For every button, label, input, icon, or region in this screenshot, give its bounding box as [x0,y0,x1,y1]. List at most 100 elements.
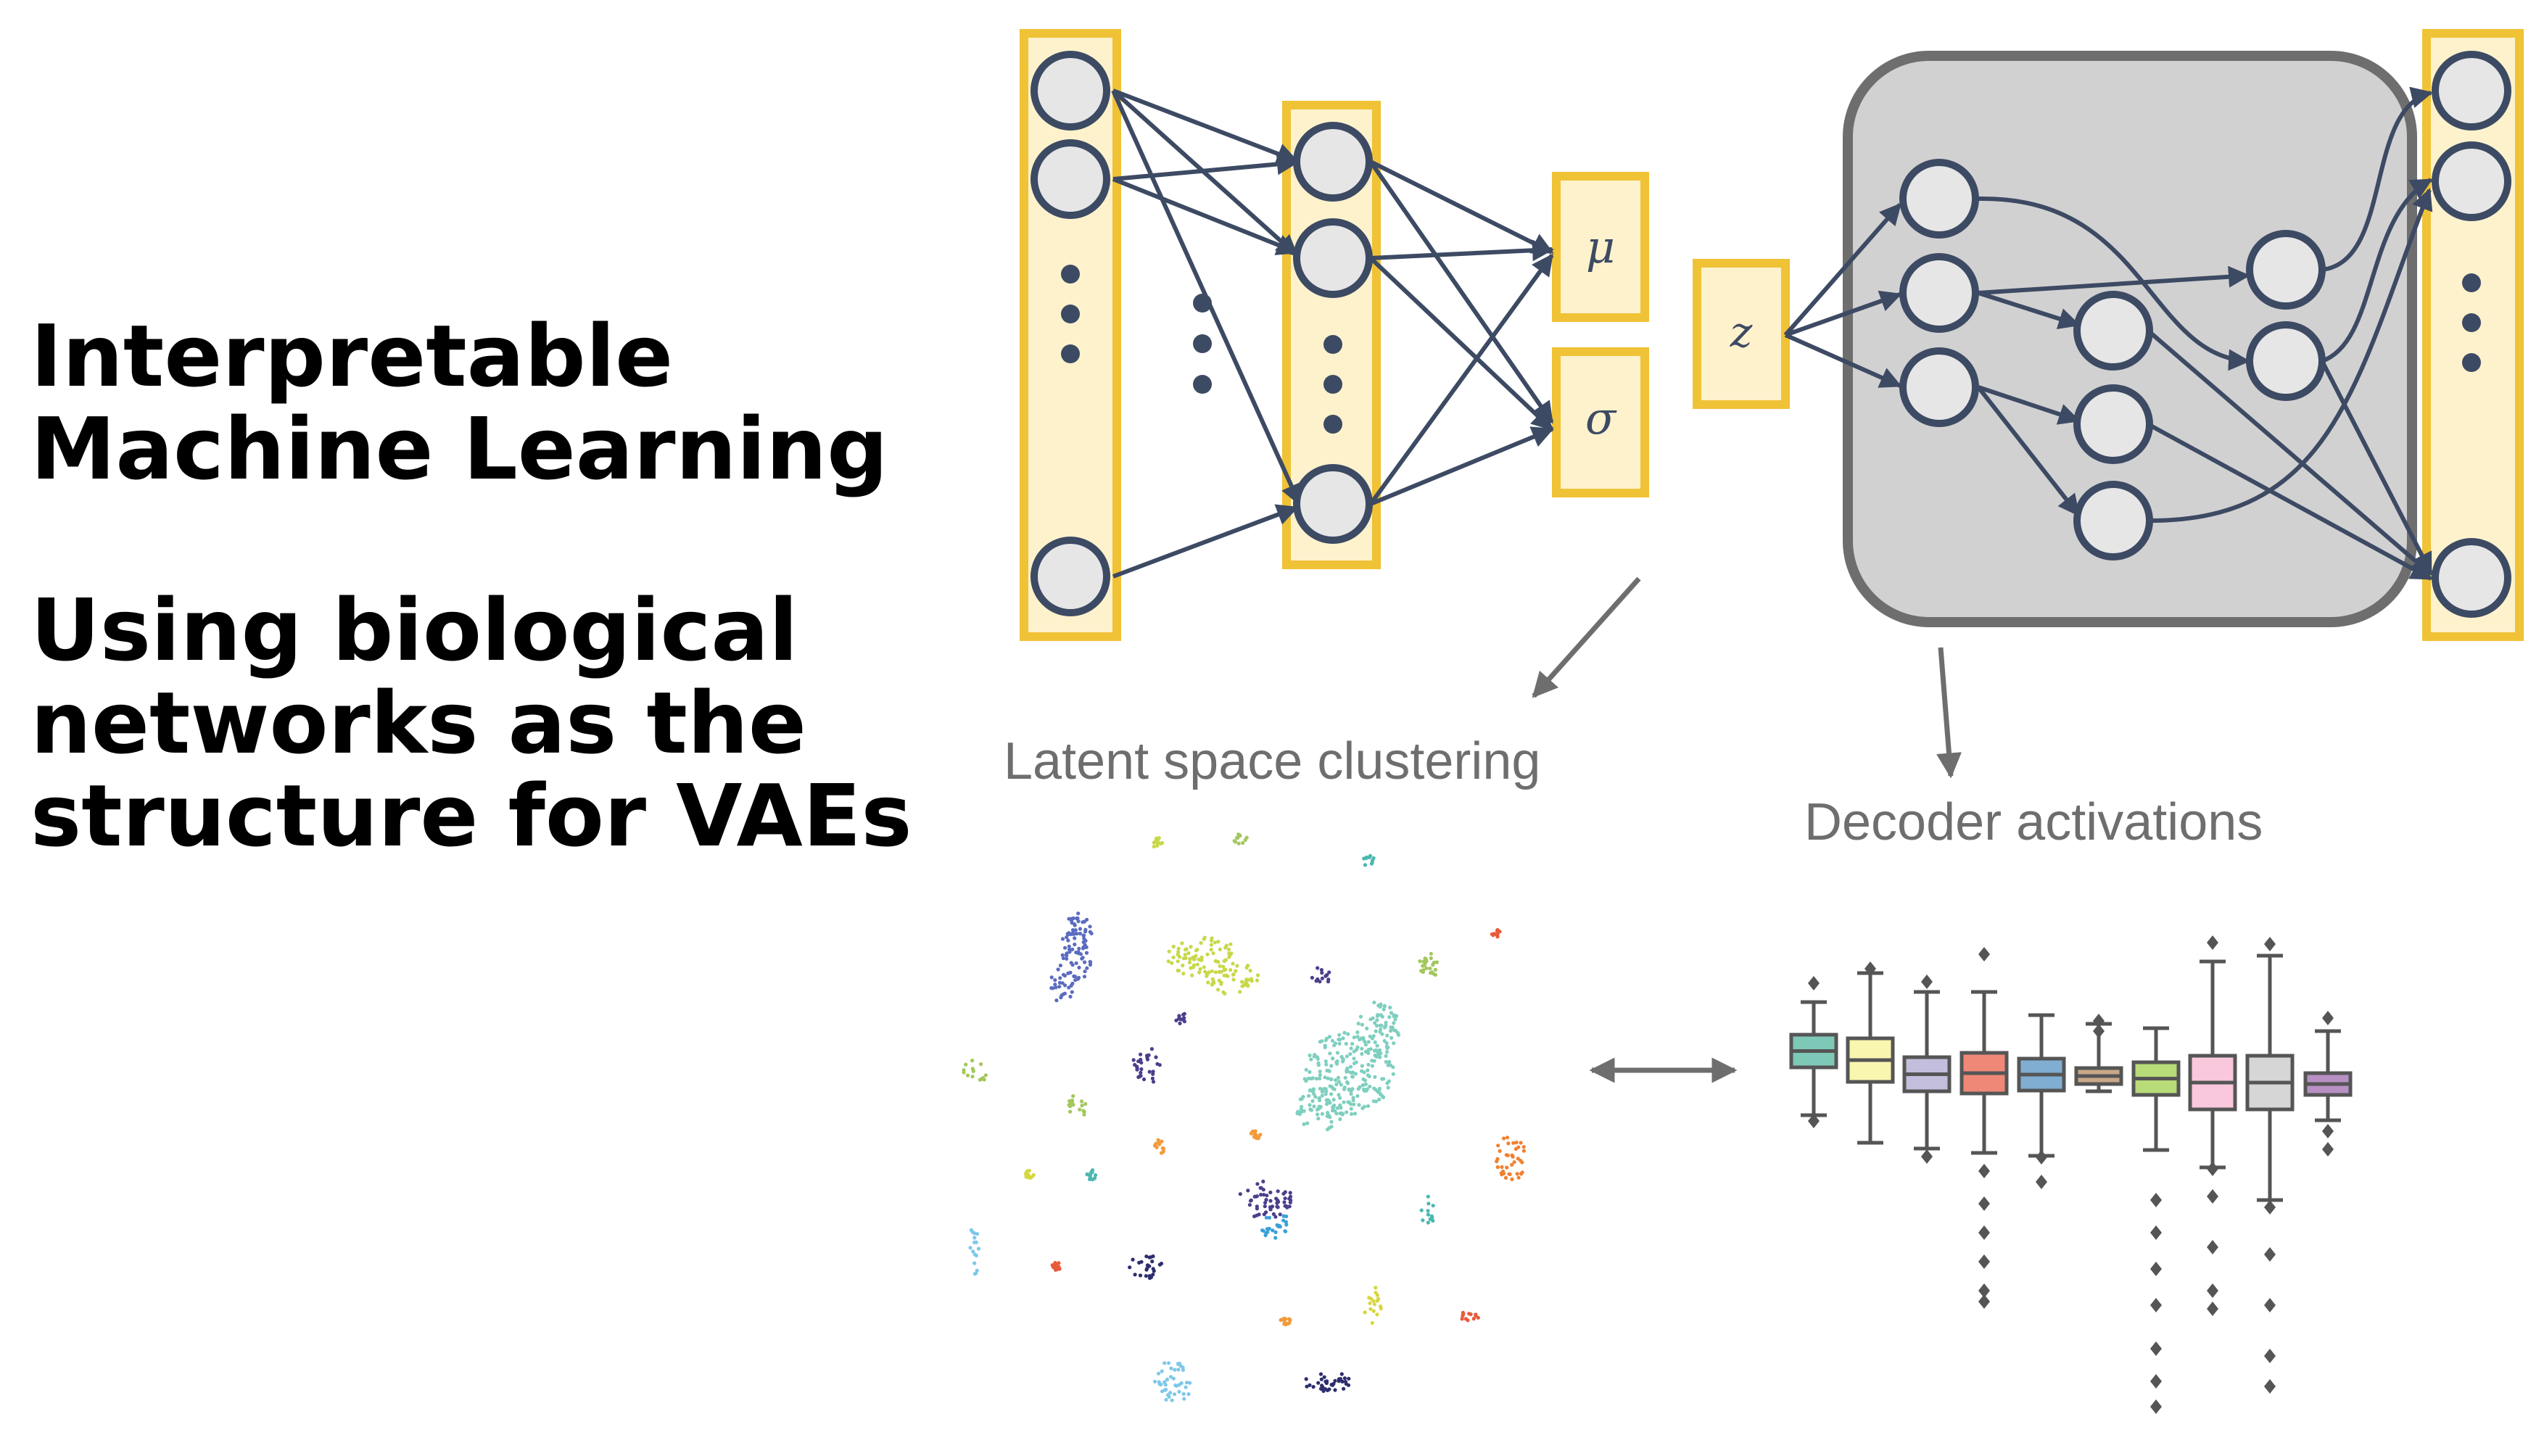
title-line-3: Using biological [30,580,798,680]
scatter-point [1071,916,1075,920]
scatter-point [1461,1310,1465,1315]
scatter-point [1375,1312,1379,1317]
scatter-point [1177,1383,1181,1387]
scatter-point [1145,1263,1149,1267]
scatter-point [1320,1090,1324,1094]
scatter-point [1070,1099,1075,1103]
scatter-point [1308,1070,1312,1074]
scatter-point [1366,1068,1370,1072]
scatter-point [1499,1171,1503,1175]
scatter-point [1286,1321,1290,1326]
scatter-point [1075,917,1079,921]
scatter-point [972,1231,977,1236]
scatter-point [1379,1013,1383,1017]
scatter-point [1199,955,1204,959]
scatter-point [1164,1397,1168,1402]
scatter-point [1063,946,1067,950]
scatter-point [1219,982,1223,986]
z-label: z [1730,307,1753,357]
sigma-box [1552,347,1649,497]
scatter-point [1252,1214,1257,1219]
scatter-point [1278,1225,1282,1229]
input-node-2 [1031,139,1110,219]
scatter-point [1155,836,1159,840]
boxplot-outlier [2150,1399,2162,1414]
scatter-point [1276,1205,1280,1209]
scatter-point [1342,1030,1347,1035]
scatter-point [1241,840,1245,845]
scatter-point [1326,1388,1330,1392]
scatter-point [1255,1207,1259,1211]
scatter-point [1082,933,1086,938]
scatter-point [1131,1058,1136,1062]
scatter-point [1316,1063,1321,1067]
scatter-point [1238,1192,1242,1196]
scatter-point [1376,1053,1381,1057]
scatter-point [1431,1218,1435,1223]
scatter-point [1326,1076,1330,1080]
input-node-last [1031,537,1110,616]
scatter-point [1063,983,1067,988]
scatter-point [1176,946,1181,951]
scatter-point [1339,1106,1343,1110]
scatter-point [974,1253,978,1258]
scatter-point [970,1067,975,1071]
scatter-point [1071,1094,1075,1099]
scatter-point [1344,1041,1348,1046]
scatter-point [1429,971,1433,975]
scatter-point [1253,1129,1257,1133]
scatter-point [1373,1040,1377,1044]
scatter-point [1155,841,1160,845]
scatter-point [1342,1087,1347,1091]
scatter-point [1421,964,1425,968]
decoder-pointer-arrow [1936,647,1962,779]
scatter-point [1330,1383,1335,1387]
output-layer-box [2422,29,2524,641]
scatter-point [1191,965,1196,969]
scatter-point [1058,976,1062,980]
scatter-point [1335,1051,1340,1055]
scatter-point [1339,1083,1343,1087]
scatter-point [1025,1169,1030,1173]
scatter-point [1331,1086,1335,1091]
scatter-point [1511,1154,1515,1159]
scatter-point [1186,951,1191,956]
scatter-point [1053,983,1057,987]
scatter-point [1371,1299,1376,1303]
scatter-point [1418,959,1422,964]
scatter-point [1375,1293,1379,1297]
scatter-point [1166,1361,1171,1365]
scatter-point [1350,1070,1355,1075]
boxplot-outlier [2322,1011,2334,1025]
scatter-point [1223,946,1228,950]
scatter-point [1323,1038,1328,1043]
scatter-point [1189,945,1193,949]
scatter-point [1213,940,1217,945]
scatter-point [1184,1385,1188,1389]
scatter-point [1268,1199,1273,1203]
scatter-point [1349,1102,1353,1107]
scatter-point [1161,1149,1165,1154]
scatter-point [1390,1025,1395,1030]
scatter-point [1371,1034,1376,1038]
scatter-point [1264,1198,1268,1202]
scatter-point [1077,946,1081,951]
scatter-point [1370,1320,1374,1325]
scatter-point [1078,927,1082,931]
scatter-point [1378,1023,1382,1027]
scatter-point [1207,970,1211,975]
scatter-point [1181,1391,1186,1396]
scatter-point [1302,1122,1306,1126]
scatter-point [1057,985,1062,989]
scatter-point [1336,1075,1341,1080]
scatter-point [1070,947,1075,951]
scatter-point [1506,1136,1510,1140]
decoder-boxplots [1789,935,2353,1414]
scatter-point [1222,973,1226,977]
scatter-point [1348,1064,1353,1069]
scatter-point [1343,1379,1347,1384]
scatter-point [1164,1387,1168,1392]
scatter-point [1191,955,1195,960]
scatter-point [1419,1208,1424,1212]
title-line-5: structure for VAEs [30,766,912,866]
